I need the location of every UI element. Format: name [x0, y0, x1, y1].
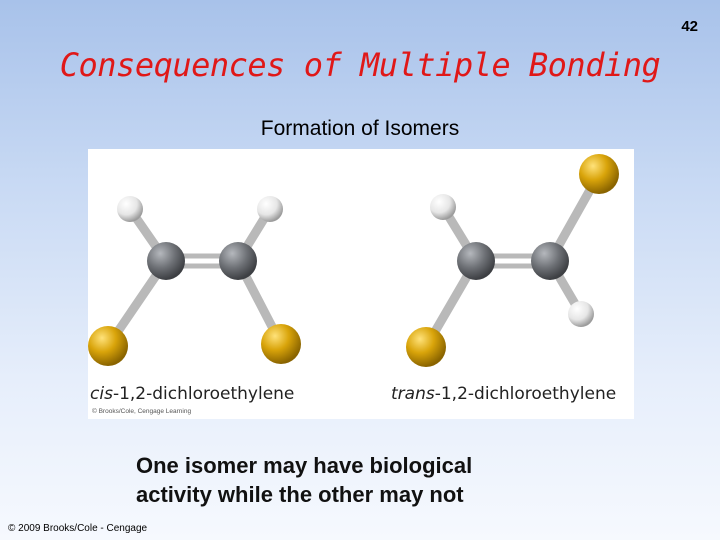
hydrogen-atom [257, 196, 283, 222]
chlorine-atom [261, 324, 301, 364]
cis-molecule [88, 196, 301, 366]
carbon-atom [219, 242, 257, 280]
cis-prefix: cis [90, 384, 113, 404]
trans-name: -1,2-dichloroethylene [434, 384, 617, 404]
trans-molecule [406, 154, 619, 367]
molecule-models [88, 154, 619, 367]
trans-caption: trans-1,2-dichloroethylene [391, 384, 616, 404]
isomer-figure: cis-1,2-dichloroethylene trans-1,2-dichl… [88, 149, 634, 419]
slide-number: 42 [681, 18, 698, 35]
hydrogen-atom [117, 196, 143, 222]
trans-prefix: trans [391, 384, 435, 404]
slide-subtitle: Formation of Isomers [260, 117, 460, 140]
body-line-2: activity while the other may not [136, 482, 464, 507]
carbon-atom [457, 242, 495, 280]
figure-credit: © Brooks/Cole, Cengage Learning [92, 408, 192, 415]
body-text: One isomer may have biological activity … [136, 451, 606, 509]
carbon-atom [531, 242, 569, 280]
chlorine-atom [406, 327, 446, 367]
cis-caption: cis-1,2-dichloroethylene [90, 384, 294, 404]
carbon-atom [147, 242, 185, 280]
chlorine-atom [579, 154, 619, 194]
hydrogen-atom [430, 194, 456, 220]
body-line-1: One isomer may have biological [136, 453, 473, 478]
hydrogen-atom [568, 301, 594, 327]
cis-name: -1,2-dichloroethylene [112, 384, 295, 404]
footer-copyright: © 2009 Brooks/Cole - Cengage [8, 523, 148, 534]
chlorine-atom [88, 326, 128, 366]
slide-title: Consequences of Multiple Bonding [59, 46, 661, 84]
